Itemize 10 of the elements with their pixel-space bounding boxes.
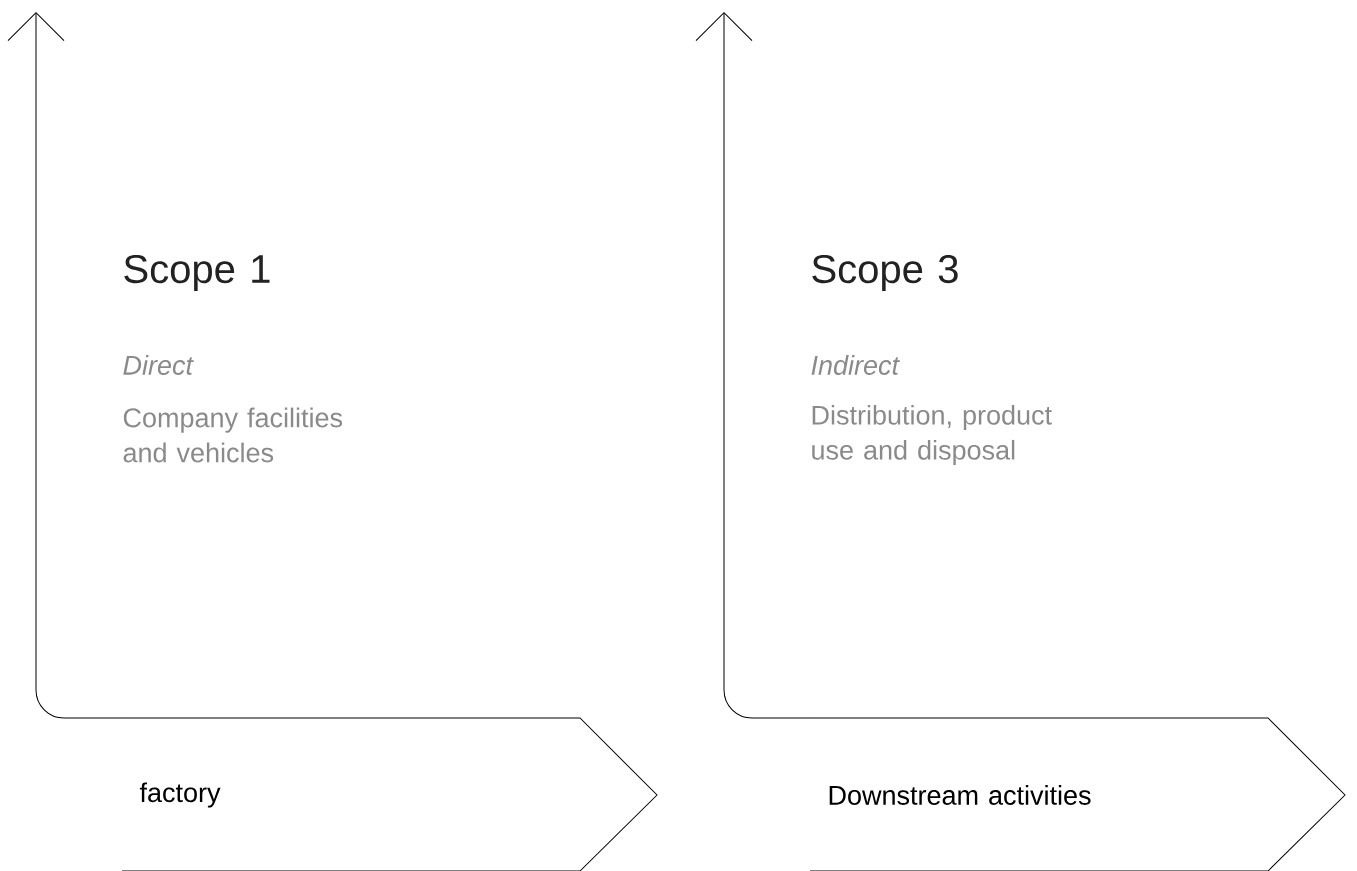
chevron-band: factory [121, 717, 658, 871]
scope-heading: Scope 1 [124, 254, 270, 292]
scope-heading: Scope 3 [812, 254, 958, 292]
scope-description: Company facilities and vehicles [123, 407, 343, 463]
scope-subtitle: Direct [123, 355, 194, 375]
scope-description: Distribution, product use and disposal [812, 404, 1052, 466]
arrow [7, 12, 123, 719]
arrow [695, 12, 811, 719]
chevron-band: Downstream activities [809, 717, 1346, 871]
scope-subtitle: Indirect [811, 355, 900, 375]
